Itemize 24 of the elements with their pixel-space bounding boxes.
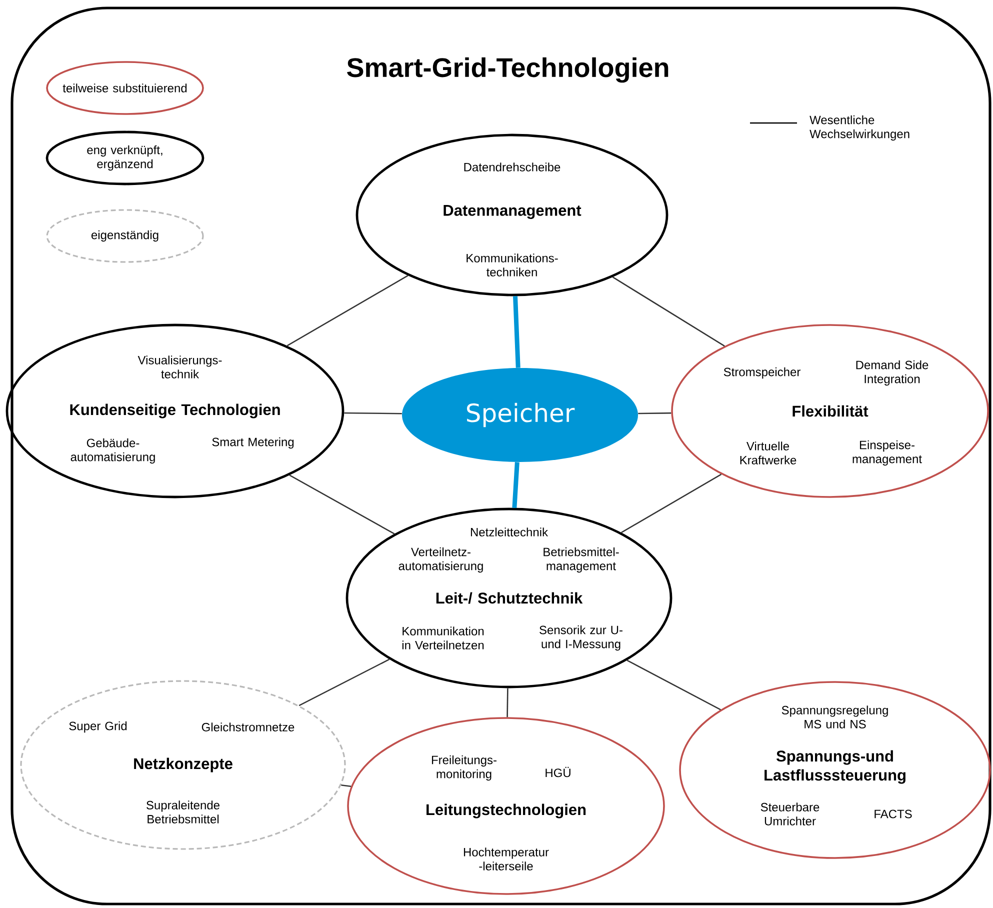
title: Smart-Grid-Technologien	[347, 57, 668, 83]
ellipse-node: Netzleittechnik Verteilnetz- automatisierung Betriebsmittel- management Leit-/ Schutztechnik Kommunikation in Verteilnetzen Sensorik zur U- und I-Messung	[346, 508, 672, 688]
connector-line	[289, 474, 395, 534]
legend-item: teilweise substituierend	[46, 61, 204, 115]
connector-line	[626, 660, 721, 710]
connector-line	[512, 462, 520, 508]
connector-line	[513, 296, 520, 368]
legend-item: eng verknüpft, ergänzend	[46, 130, 204, 186]
legend-item: eigenständig	[46, 209, 204, 263]
legend-label: Wesentliche Wechselwirkungen	[810, 115, 910, 141]
connector-line	[638, 412, 672, 414]
connector-line	[344, 412, 402, 414]
ellipse-node: Visualisierungs- technik Kundenseitige Technologien Gebäude- automatisierung Smart Metering	[6, 324, 344, 498]
connector-line	[341, 784, 352, 787]
ellipse-node: Super Grid Gleichstromnetze Netzkonzepte Supraleitende Betriebsmittel	[20, 680, 346, 850]
ellipse-node: Datendrehscheibe Datenmanagement Kommunikations- techniken	[356, 134, 668, 296]
connector-line	[621, 474, 722, 534]
ellipse-node: Spannungsregelung MS und NS Spannungs-und Lastflusssteuerung Steuerbare Umrichter FACTS	[679, 681, 991, 859]
ellipse-node: Freileitungs- monitoring HGÜ Leitungstechnologien Hochtemperatur -leiterseile	[347, 717, 665, 895]
connector-line	[298, 658, 390, 706]
connector-line	[612, 276, 725, 347]
connector-line	[286, 274, 408, 346]
ellipse-node: Stromspeicher Demand Side Integration Flexibilität Virtuelle Kraftwerke Einspeise- management	[671, 324, 989, 498]
connector-line	[506, 688, 508, 718]
